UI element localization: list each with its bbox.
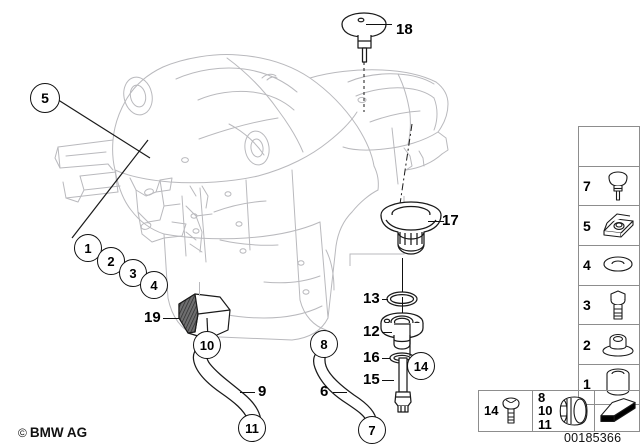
legend-number: 5	[583, 217, 591, 234]
callout-10[interactable]: 10	[193, 331, 221, 359]
copyright-symbol: ©	[18, 425, 27, 440]
label-12: 12	[363, 323, 380, 340]
part-15-stud	[394, 357, 412, 413]
leader-1-4	[71, 139, 149, 239]
leader-15	[382, 380, 394, 382]
legend-number: 3	[583, 297, 591, 314]
bottom-legend-number: 8 10 11	[538, 390, 553, 432]
legend-number: 4	[583, 257, 591, 274]
stepped-bushing-icon	[606, 368, 630, 397]
callout-14[interactable]: 14	[407, 352, 435, 380]
label-13: 13	[363, 290, 380, 307]
hex-bolt-icon	[610, 290, 626, 320]
leader-18	[366, 24, 392, 26]
part-18-cap	[341, 12, 387, 63]
part-19-connector-block	[178, 293, 231, 340]
legend-row-5[interactable]: 5	[579, 206, 639, 247]
callout-11[interactable]: 11	[238, 414, 266, 442]
stack-alignment-line	[401, 258, 403, 292]
bottom-legend-strip: 14 8 10 11	[478, 390, 640, 432]
hose-clamp-icon	[559, 396, 588, 426]
diagram-number: 00185366	[564, 431, 622, 445]
rubber-grommet-icon	[602, 333, 634, 357]
stack-alignment-line-2	[401, 297, 403, 313]
bottom-legend-number: 14	[484, 403, 499, 419]
part-17-alignment-line	[399, 123, 413, 205]
leader-16	[382, 358, 390, 360]
callout-5[interactable]: 5	[30, 83, 60, 113]
leader-12	[382, 332, 392, 334]
part-18-alignment-line	[363, 62, 365, 112]
label-18: 18	[396, 21, 413, 38]
leader-13	[382, 299, 388, 301]
label-6: 6	[320, 383, 329, 400]
label-9: 9	[258, 383, 267, 400]
cross-head-screw-icon	[502, 397, 520, 424]
speed-nut-clip-icon	[603, 213, 634, 238]
expanding-rivet-icon	[608, 171, 628, 201]
leader-6	[333, 392, 347, 394]
label-16: 16	[363, 349, 380, 366]
legend-row-3[interactable]: 3	[579, 286, 639, 326]
label-15: 15	[363, 371, 380, 388]
copyright-text: BMW AG	[29, 425, 88, 440]
part-17-grommet	[380, 201, 442, 255]
washer-icon	[603, 256, 633, 272]
legend-number: 7	[583, 178, 591, 195]
label-19: 19	[144, 309, 161, 326]
bottom-legend-cell-14[interactable]: 14	[479, 391, 533, 431]
bottom-legend-cell-arrow	[595, 391, 639, 431]
legend-row-empty	[579, 127, 639, 167]
callout-8[interactable]: 8	[310, 330, 338, 358]
callout-7[interactable]: 7	[358, 416, 386, 444]
legend-number: 1	[583, 376, 591, 393]
legend-row-2[interactable]: 2	[579, 325, 639, 366]
leader-9	[240, 392, 255, 394]
legend-row-7[interactable]: 7	[579, 167, 639, 207]
part-12-flange	[380, 312, 424, 350]
copyright-notice: © BMW AG	[18, 425, 87, 440]
bottom-legend-cell-8-10-11[interactable]: 8 10 11	[533, 391, 595, 431]
legend-row-4[interactable]: 4	[579, 246, 639, 286]
leader-5	[51, 95, 151, 159]
parts-legend-panel: 7 5	[578, 126, 640, 405]
callout-4[interactable]: 4	[140, 271, 168, 299]
leader-17	[428, 221, 444, 223]
leader-19	[163, 318, 179, 320]
legend-row-1[interactable]: 1	[579, 365, 639, 405]
label-17: 17	[442, 212, 459, 229]
arrow-marker-icon	[600, 398, 636, 422]
part-19-tick	[199, 282, 201, 296]
legend-number: 2	[583, 336, 591, 353]
leader-14	[394, 323, 411, 356]
